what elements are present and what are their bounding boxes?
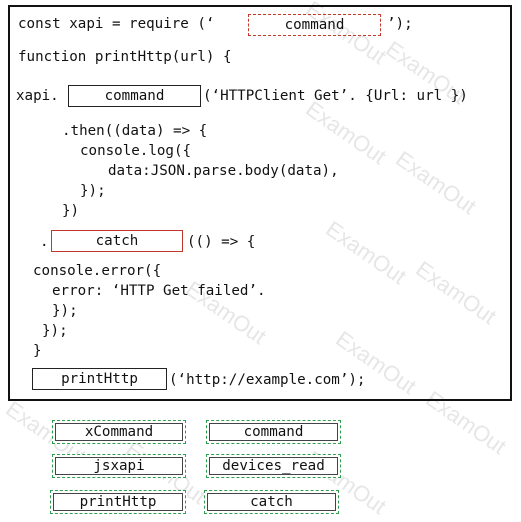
option-devices-read[interactable]: devices_read [206, 454, 341, 478]
drop-slot-1[interactable]: command [248, 14, 381, 36]
code-line-function: function printHttp(url) { [18, 49, 232, 65]
code-line-require: const xapi = require (‘ [18, 16, 215, 32]
code-line-error: error: ‘HTTP Get failed’. [52, 283, 266, 299]
code-line-dot: . [40, 234, 49, 250]
option-printhttp[interactable]: printHttp [50, 490, 186, 514]
code-line-console-log: console.log({ [80, 143, 192, 159]
code-line-require-end: ’); [387, 16, 413, 32]
option-jsxapi[interactable]: jsxapi [52, 454, 186, 478]
code-line-catch-args: (() => { [187, 234, 256, 250]
code-line-close-then: }) [62, 203, 80, 219]
drop-slot-4[interactable]: printHttp [32, 368, 167, 390]
code-line-close-catch: }); [42, 323, 68, 339]
option-xcommand[interactable]: xCommand [52, 420, 186, 444]
code-line-then: .then((data) => { [62, 123, 208, 139]
option-catch[interactable]: catch [204, 490, 339, 514]
code-line-xapi-args: (‘HTTPClient Get’. {Url: url }) [203, 88, 468, 104]
code-line-call: (‘http://example.com’); [169, 372, 366, 388]
code-panel [8, 5, 512, 401]
code-line-data: data:JSON.parse.body(data), [108, 163, 339, 179]
code-line-xapi: xapi. [16, 88, 59, 104]
code-line-close-error-obj: }); [52, 303, 78, 319]
drop-slot-2[interactable]: command [68, 85, 201, 107]
code-line-close-function: } [33, 343, 42, 359]
code-line-console-error: console.error({ [33, 263, 162, 279]
drop-slot-3[interactable]: catch [51, 230, 183, 252]
option-command[interactable]: command [206, 420, 341, 444]
code-line-close-obj: }); [80, 183, 106, 199]
